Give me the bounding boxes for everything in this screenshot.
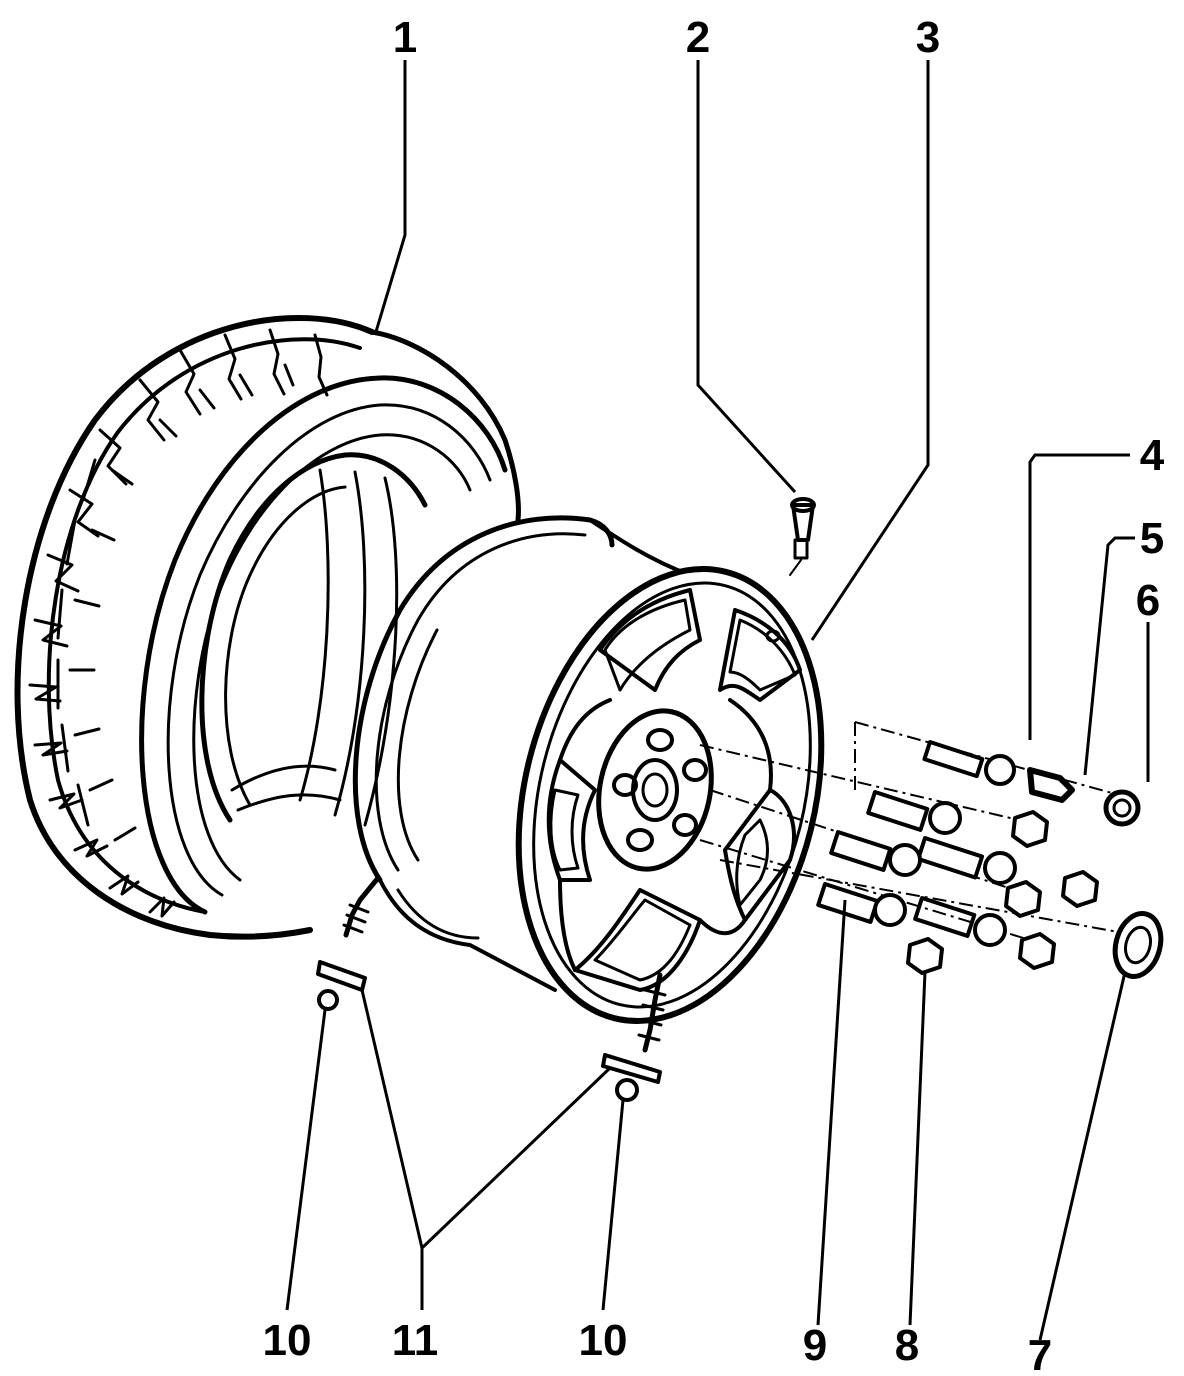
balance-weight-left bbox=[316, 875, 381, 1011]
callout-10-left: 10 bbox=[263, 1316, 312, 1365]
anti-theft-bolt bbox=[922, 740, 1016, 786]
wheel-bolts bbox=[699, 721, 1136, 947]
callout-10-right: 10 bbox=[579, 1316, 628, 1365]
adapter-key bbox=[1027, 767, 1075, 803]
callout-2: 2 bbox=[686, 13, 710, 62]
bolt bbox=[829, 830, 922, 877]
bolt bbox=[916, 835, 1017, 885]
callout-6: 6 bbox=[1136, 576, 1160, 625]
callout-5: 5 bbox=[1140, 514, 1164, 563]
tire bbox=[14, 315, 521, 940]
callout-7: 7 bbox=[1028, 1331, 1052, 1376]
bolt bbox=[913, 895, 1007, 947]
balance-weight-right bbox=[601, 972, 667, 1102]
cap-6 bbox=[1103, 789, 1141, 827]
valve-stem bbox=[789, 497, 816, 576]
callout-9: 9 bbox=[803, 1321, 827, 1370]
callout-3: 3 bbox=[916, 13, 940, 62]
leader-lines bbox=[285, 60, 1150, 1341]
bolt bbox=[866, 790, 962, 835]
callout-labels: 1 2 3 4 5 6 7 8 9 10 11 10 bbox=[263, 13, 1165, 1376]
callout-1: 1 bbox=[393, 13, 417, 62]
wheel-rim bbox=[352, 515, 825, 1024]
bolt-caps bbox=[906, 810, 1099, 975]
hub-cap-7 bbox=[1112, 911, 1164, 979]
callout-4: 4 bbox=[1140, 431, 1165, 480]
callout-8: 8 bbox=[895, 1321, 919, 1370]
callout-11: 11 bbox=[392, 1316, 439, 1365]
